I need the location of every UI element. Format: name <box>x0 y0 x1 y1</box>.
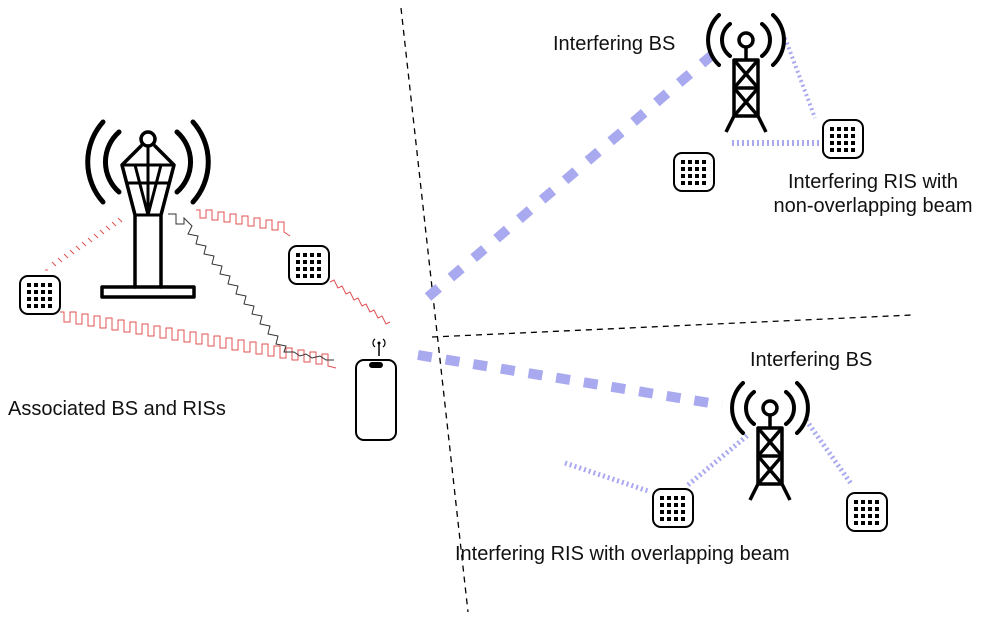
beam-ris-bottom-overlap <box>564 460 649 494</box>
interference-beam-bottom <box>417 350 723 410</box>
label-associated: Associated BS and RISs <box>8 398 226 420</box>
ris-panel-icon <box>846 492 888 532</box>
smartphone-icon <box>355 338 397 441</box>
label-line-2: non-overlapping beam <box>773 195 973 217</box>
beam-bs-to-ris-bottom-left <box>686 433 750 487</box>
divider-horizontal <box>431 314 913 338</box>
associated-links <box>45 209 391 369</box>
ris-panel-icon <box>19 275 61 315</box>
label-interfering-ris-overlap: Interfering RIS with overlapping beam <box>455 543 790 565</box>
ris-panel-icon <box>673 152 715 192</box>
divider-vertical <box>400 7 469 613</box>
label-interfering-ris-nonoverlap: Interfering RIS with non-overlapping bea… <box>742 170 1004 218</box>
ris-panel-icon <box>822 119 864 159</box>
label-interfering-bs-top: Interfering BS <box>553 33 676 55</box>
interference-beams <box>417 37 855 494</box>
ris-panel-icon <box>288 245 330 285</box>
beam-bs-to-ris-bottom-right <box>803 418 855 487</box>
cell-tower-icon <box>706 13 786 134</box>
ris-panel-icon <box>652 488 694 528</box>
radio-tower-icon <box>85 119 211 299</box>
beam-bs-to-ris-top <box>783 37 817 119</box>
label-line-1: Interfering RIS with <box>787 171 959 193</box>
interference-beam-top <box>424 51 716 301</box>
label-interfering-bs-bottom: Interfering BS <box>750 349 873 371</box>
